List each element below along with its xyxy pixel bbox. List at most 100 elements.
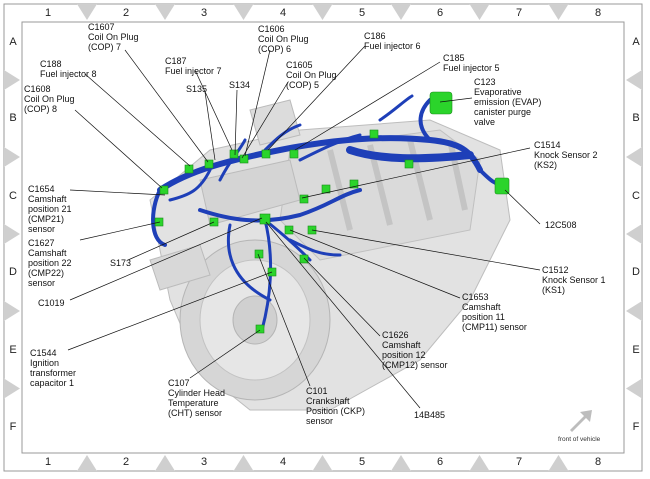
label-line: C1607 [88, 22, 115, 32]
engine-block [149, 99, 511, 411]
label-line: Camshaft [28, 248, 67, 258]
label-line: (CMP22) [28, 268, 65, 278]
label-line: Fuel injector 6 [364, 41, 421, 51]
border-marker [626, 70, 642, 90]
column-number: 8 [594, 456, 602, 468]
leader-lines [67, 45, 541, 409]
label-line: C187 [165, 56, 187, 66]
border-marker [469, 455, 490, 471]
label-line: position 22 [28, 258, 72, 268]
border-marker [391, 4, 411, 20]
border-marker [4, 301, 20, 321]
label-line: transformer [30, 368, 77, 378]
row-letter: A [9, 36, 17, 48]
label-12c508: 12C508 [545, 220, 577, 230]
inner-border [21, 21, 625, 454]
border-marker [312, 455, 333, 471]
label-line: Fuel injector 5 [443, 63, 500, 73]
column-number: 7 [515, 456, 523, 468]
label-line: sensor [28, 224, 56, 234]
label-line: canister purge [474, 107, 532, 117]
label-line: Coil On Plug [286, 70, 337, 80]
column-number: 1 [44, 456, 52, 468]
border-marker [548, 4, 569, 20]
label-line: (COP) 6 [258, 44, 292, 54]
row-letter: E [9, 344, 17, 356]
row-letter: C [632, 190, 640, 202]
column-number: 6 [436, 7, 444, 19]
border-marker [77, 455, 97, 471]
label-line: Coil On Plug [258, 34, 309, 44]
border-marker [548, 455, 569, 471]
label-line: Knock Sensor 2 [534, 150, 598, 160]
row-letter: D [632, 266, 640, 278]
border-marker [626, 224, 642, 244]
label-line: (CHT) sensor [168, 408, 223, 418]
border-marker [469, 4, 490, 20]
label-line: C123 [474, 77, 496, 87]
column-number: 3 [200, 7, 208, 19]
border-marker [4, 70, 20, 90]
label-line: position 21 [28, 204, 72, 214]
label-line: capacitor 1 [30, 378, 75, 388]
label-line: (CMP11) sensor [462, 322, 527, 332]
row-letter: F [632, 421, 640, 433]
column-number: 8 [594, 7, 602, 19]
label-line: (CMP21) [28, 214, 65, 224]
label-line: C185 [443, 53, 465, 63]
label-line: C1654 [28, 184, 55, 194]
label-line: C1627 [28, 238, 55, 248]
column-number: 5 [358, 456, 366, 468]
label-line: Fuel injector 7 [165, 66, 222, 76]
row-letter: A [632, 36, 640, 48]
label-line: C1626 [382, 330, 409, 340]
label-line: Crankshaft [306, 396, 350, 406]
row-letter: B [632, 112, 640, 124]
border-marker [626, 301, 642, 321]
label-s135: S135 [186, 84, 207, 94]
label-line: Coil On Plug [88, 32, 139, 42]
label-line: Camshaft [462, 302, 501, 312]
border-markers [4, 4, 642, 471]
label-line: Ignition [30, 358, 60, 368]
column-number: 6 [436, 456, 444, 468]
label-line: Evaporative [474, 87, 522, 97]
label-line: Fuel injector 8 [40, 69, 97, 79]
column-number: 3 [200, 456, 208, 468]
label-line: Cylinder Head [168, 388, 226, 398]
label-line: C1514 [534, 140, 561, 150]
label-line: (COP) 8 [24, 104, 58, 114]
column-number: 4 [279, 7, 287, 19]
label-c1019: C1019 [38, 298, 65, 308]
label-line: C1605 [286, 60, 313, 70]
label-line: C1019 [38, 298, 65, 308]
border-marker [155, 4, 175, 20]
label-line: S173 [110, 258, 132, 268]
label-line: Position (CKP) [306, 406, 366, 416]
label-line: (CMP12) sensor [382, 360, 448, 370]
border-marker [4, 378, 20, 399]
label-line: 12C508 [545, 220, 577, 230]
column-number: 4 [279, 456, 287, 468]
row-letter: F [9, 421, 17, 433]
label-line: position 12 [382, 350, 426, 360]
label-line: Knock Sensor 1 [542, 275, 606, 285]
row-letter: B [9, 112, 17, 124]
row-letter: C [9, 190, 17, 202]
